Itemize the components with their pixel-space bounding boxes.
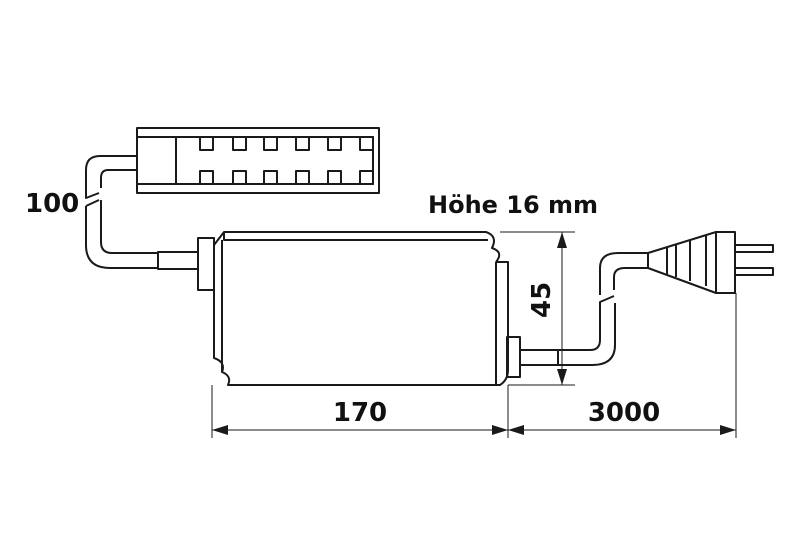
dimension-label-100: 100 — [25, 189, 79, 219]
socket-slots — [199, 136, 374, 185]
socket-slot — [232, 170, 247, 185]
socket-slot — [359, 170, 374, 185]
height-note: Höhe 16 mm — [428, 191, 598, 219]
dimension-lines — [211, 231, 737, 438]
socket-slot — [295, 170, 310, 185]
dimension-label-45: 45 — [527, 282, 557, 318]
socket-slot — [295, 136, 310, 151]
socket-slot — [327, 170, 342, 185]
power-supply-body — [197, 231, 521, 386]
distributor-block — [136, 127, 380, 194]
socket-slot — [327, 136, 342, 151]
socket-slot — [199, 136, 214, 151]
mains-plug — [647, 231, 774, 294]
socket-slot — [199, 170, 214, 185]
socket-slot — [232, 136, 247, 151]
dimension-label-3000: 3000 — [588, 398, 660, 428]
socket-slot — [263, 170, 278, 185]
dimension-label-170: 170 — [333, 398, 387, 428]
socket-slot — [263, 136, 278, 151]
mains-cable — [519, 252, 648, 366]
socket-slot — [359, 136, 374, 151]
secondary-cable — [85, 155, 199, 270]
